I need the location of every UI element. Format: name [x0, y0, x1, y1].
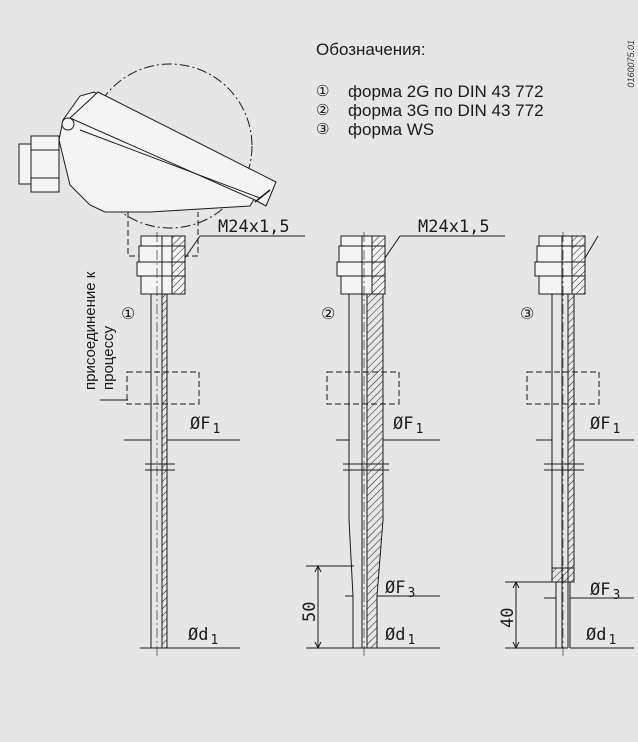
legend-item-ws: ③ форма WS [316, 120, 544, 139]
legend-item-2g: ① форма 2G по DIN 43 772 [316, 82, 544, 101]
legend-number: ① [316, 82, 330, 100]
connection-head [18, 63, 277, 257]
legend-text: форма 2G по DIN 43 772 [348, 82, 544, 101]
dim-length-3g: 50 [300, 601, 320, 622]
variant-marker-1: ① [121, 304, 136, 323]
legend-number: ③ [316, 120, 330, 138]
thread-label-2: M24x1,5 [418, 217, 490, 237]
probe-2g [100, 232, 305, 656]
legend-text: форма WS [348, 120, 435, 139]
variant-marker-3: ③ [520, 304, 535, 323]
thread-label-1: M24x1,5 [218, 217, 290, 237]
dim-length-ws: 40 [498, 607, 518, 628]
probe-3g [306, 232, 505, 656]
document-id: 0160075.01 [626, 40, 636, 88]
probe-ws [505, 232, 634, 656]
process-connection-label-line1: присоединение к [82, 271, 99, 390]
legend-title: Обозначения: [316, 40, 426, 59]
legend-number: ② [316, 101, 330, 119]
legend-text: форма 3G по DIN 43 772 [348, 101, 544, 120]
process-connection-label-line2: процессу [100, 325, 117, 390]
variant-marker-2: ② [321, 304, 336, 323]
legend: Обозначения: ① форма 2G по DIN 43 772 ② … [316, 40, 544, 139]
legend-item-3g: ② форма 3G по DIN 43 772 [316, 101, 544, 120]
